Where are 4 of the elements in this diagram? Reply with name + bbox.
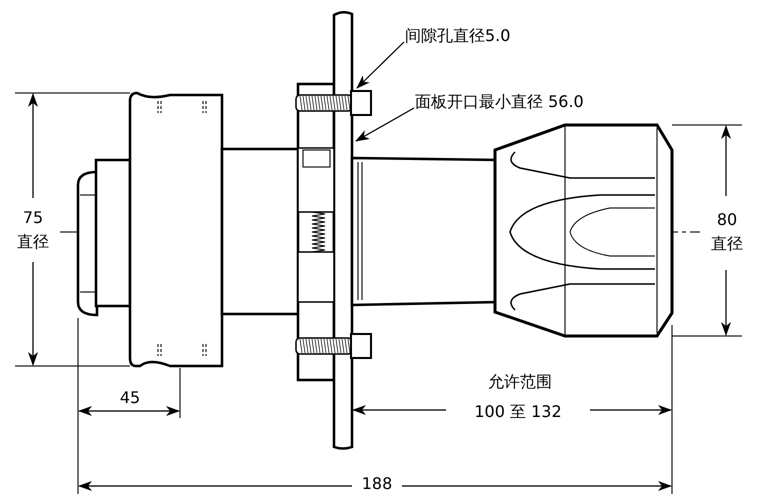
- leader-line: [356, 42, 404, 89]
- callout-text: 面板开口最小直径 56.0: [415, 92, 584, 112]
- callout-text: 间隙孔直径5.0: [405, 26, 510, 46]
- leader-line: [355, 107, 414, 142]
